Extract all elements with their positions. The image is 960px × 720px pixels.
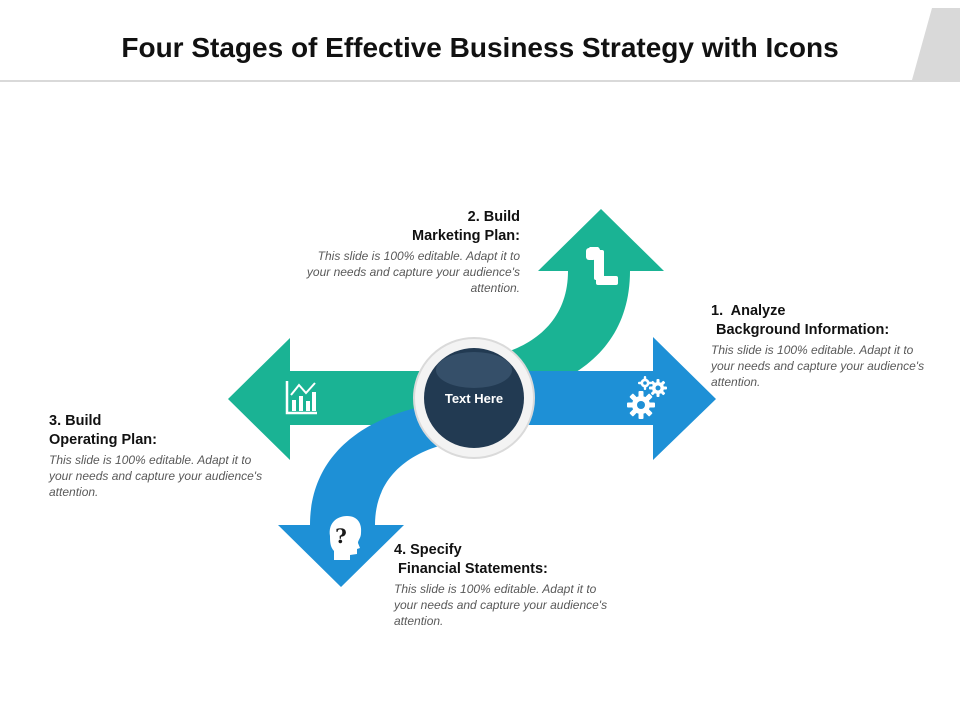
stage-4-number: 4. xyxy=(394,542,407,558)
stage-4-description: This slide is 100% editable. Adapt it to… xyxy=(394,582,608,628)
gears-icon xyxy=(627,376,667,419)
stage-4-heading: 4. Specify Financial Statements: xyxy=(394,541,609,579)
arrow-stage-4 xyxy=(278,400,470,587)
stage-1-number: 1. xyxy=(711,303,724,319)
stage-1-heading-line1: Analyze xyxy=(730,303,786,319)
arrow-stage-3 xyxy=(228,338,430,460)
stage-1-heading: 1. Analyze Background Information: xyxy=(711,302,926,340)
header-bar xyxy=(0,0,960,82)
stage-1-heading-line2: Background Information: xyxy=(716,322,890,338)
svg-text:?: ? xyxy=(335,524,347,548)
stage-2-heading: 2. Build Marketing Plan: xyxy=(300,208,520,246)
bar-chart-icon xyxy=(285,381,317,415)
hub-inner-circle xyxy=(424,348,524,448)
stage-2-heading-line1: Build xyxy=(483,209,520,225)
stage-1-description: This slide is 100% editable. Adapt it to… xyxy=(711,343,925,389)
arrow-up-curve-green xyxy=(470,209,664,400)
page-title: Four Stages of Effective Business Strate… xyxy=(121,32,839,63)
head-question-icon: ? xyxy=(329,516,362,560)
arrow-left-green xyxy=(228,338,430,460)
arrow-down-curve-blue xyxy=(278,400,470,587)
stage-4-heading-line1: Specify xyxy=(410,542,462,558)
rolled-paper-icon xyxy=(586,247,618,285)
arrow-stage-1 xyxy=(480,337,716,460)
stage-3-description: This slide is 100% editable. Adapt it to… xyxy=(49,453,263,499)
stage-2-number: 2. xyxy=(467,209,480,225)
center-hub-label: Text Here xyxy=(444,390,504,406)
arrow-stage-2 xyxy=(470,209,664,400)
stage-3-heading-line1: Build xyxy=(65,413,102,429)
stage-4-text: 4. Specify Financial Statements: This sl… xyxy=(394,541,609,629)
center-hub xyxy=(413,337,535,459)
stage-2-text: 2. Build Marketing Plan: This slide is 1… xyxy=(300,208,520,296)
stage-3-heading-line2: Operating Plan: xyxy=(49,432,157,448)
stage-1-text: 1. Analyze Background Information: This … xyxy=(711,302,926,390)
hub-highlight xyxy=(436,352,512,388)
stage-3-text: 3. Build Operating Plan: This slide is 1… xyxy=(49,412,264,500)
stage-3-number: 3. xyxy=(49,413,62,429)
stage-3-heading: 3. Build Operating Plan: xyxy=(49,412,264,450)
stage-4-heading-line2: Financial Statements: xyxy=(398,561,548,577)
stage-2-description: This slide is 100% editable. Adapt it to… xyxy=(306,249,520,295)
arrow-right-blue xyxy=(480,337,716,460)
stage-2-heading-line2: Marketing Plan: xyxy=(412,228,520,244)
